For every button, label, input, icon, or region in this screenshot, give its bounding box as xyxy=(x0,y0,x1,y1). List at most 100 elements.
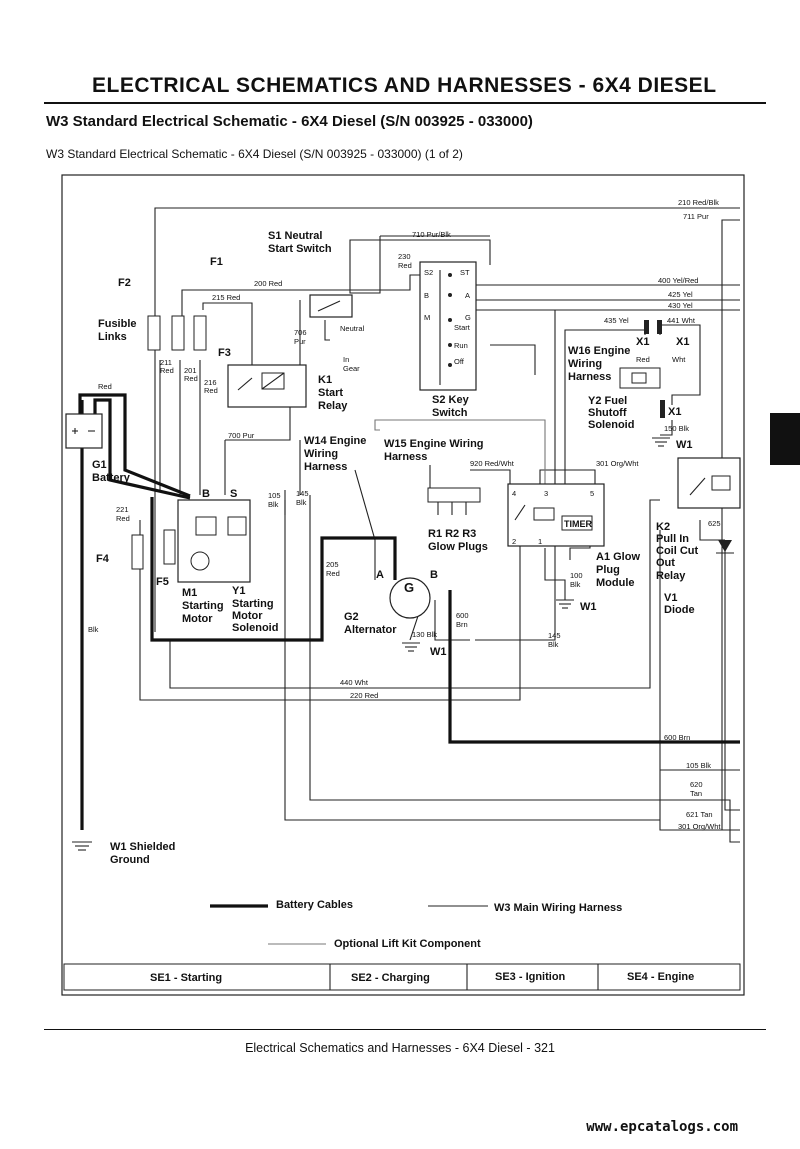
label-pin-4: 4 xyxy=(512,489,516,498)
wire-301: 301 Org/Wht xyxy=(596,459,639,468)
s2-key-switch xyxy=(419,261,477,391)
battery-symbol xyxy=(65,413,103,449)
diagram-frame xyxy=(61,174,745,996)
wire-201-a: 201 xyxy=(184,366,197,375)
wire-100-a: 100 xyxy=(570,571,583,580)
label-in: In xyxy=(343,355,349,364)
section-se4: SE4 - Engine xyxy=(627,971,694,983)
wire-lines xyxy=(139,207,740,843)
wire-600-c: 600 Brn xyxy=(664,733,690,742)
wire-205-b: Red xyxy=(326,569,340,578)
label-pin-2: 2 xyxy=(512,537,516,546)
label-s2: S2 Key xyxy=(432,394,470,406)
label-y2: Y2 Fuel xyxy=(588,395,627,407)
m1-motor-symbol xyxy=(190,551,210,571)
label-neutral: Neutral xyxy=(340,324,365,333)
k2-pull-in-coil-cut-out-relay xyxy=(677,457,741,509)
label-pin-1: 1 xyxy=(538,537,542,546)
wire-435: 435 Yel xyxy=(604,316,629,325)
label-x1-c: X1 xyxy=(668,406,681,418)
label-k2: K2 xyxy=(656,521,670,533)
wire-600-a: 600 xyxy=(456,611,469,620)
label-x1-b: X1 xyxy=(676,336,689,348)
label-ground: Ground xyxy=(110,854,150,866)
wire-620-a: 620 xyxy=(690,780,703,789)
a1-glow-plug-module xyxy=(507,483,605,547)
label-y1-starting: Starting xyxy=(232,598,274,610)
wire-105-a: 105 xyxy=(268,491,281,500)
label-off: Off xyxy=(454,357,465,366)
label-w14-wiring: Wiring xyxy=(304,448,338,460)
wire-battery-red: Red xyxy=(98,382,112,391)
x1-connector-b xyxy=(657,320,662,334)
label-w14-harness: Harness xyxy=(304,461,347,473)
schematic-subtitle: W3 Standard Electrical Schematic - 6X4 D… xyxy=(46,113,533,130)
wire-220: 220 Red xyxy=(350,691,378,700)
wire-216-b: Red xyxy=(204,386,218,395)
wire-301-b: 301 Org/Wht xyxy=(678,822,721,831)
wire-130: 130 Blk xyxy=(412,630,437,639)
section-tab xyxy=(770,413,800,465)
label-gear: Gear xyxy=(343,364,360,373)
g2-alternator-symbol xyxy=(389,577,431,619)
label-start: Start xyxy=(454,323,471,332)
label-w1-alternator: W1 xyxy=(430,646,447,658)
fuse-f4 xyxy=(131,534,144,570)
label-f1: F1 xyxy=(210,256,223,268)
wire-425: 425 Yel xyxy=(668,290,693,299)
wire-230-a: 230 xyxy=(398,252,411,261)
wire-200: 200 Red xyxy=(254,279,282,288)
label-terminal-s: S xyxy=(230,488,237,500)
label-s1-a: S1 Neutral xyxy=(268,230,322,242)
label-w1-module: W1 xyxy=(580,601,597,613)
label-s1-b: Start Switch xyxy=(268,243,332,255)
label-glow-plugs: Glow Plugs xyxy=(428,541,488,553)
section-se3: SE3 - Ignition xyxy=(495,971,566,983)
ground-symbol-alternator xyxy=(402,642,420,652)
label-a-term: A xyxy=(465,291,470,300)
label-k1-start: Start xyxy=(318,387,343,399)
wire-100-b: Blk xyxy=(570,580,581,589)
wire-700: 700 Pur xyxy=(228,431,255,440)
v1-diode-symbol xyxy=(718,540,732,552)
label-f2: F2 xyxy=(118,277,131,289)
wire-211-a: 211 xyxy=(160,358,172,367)
label-battery: Battery xyxy=(92,472,131,484)
watermark-url: www.epcatalogs.com xyxy=(586,1119,738,1135)
wire-230-b: Red xyxy=(398,261,412,270)
label-pin-3: 3 xyxy=(544,489,548,498)
label-f4: F4 xyxy=(96,553,110,565)
footer-rule xyxy=(44,1029,766,1030)
wire-150: 150 Blk xyxy=(664,424,689,433)
label-m-key: M xyxy=(424,313,430,322)
x1-connector-c xyxy=(660,400,665,418)
label-k2-out: Out xyxy=(656,557,675,569)
label-k1: K1 xyxy=(318,374,332,386)
wire-430: 430 Yel xyxy=(668,301,693,310)
wire-706-b: Pur xyxy=(294,337,306,346)
label-a1: A1 Glow xyxy=(596,551,640,563)
label-f5: F5 xyxy=(156,576,169,588)
label-y2-solenoid: Solenoid xyxy=(588,419,634,431)
label-k2-pull-in: Pull In xyxy=(656,533,689,545)
s1-neutral-start-switch xyxy=(309,294,353,318)
label-r1-r3: R1 R2 R3 xyxy=(428,528,476,540)
wire-710: 710 Pur/Blk xyxy=(412,230,451,239)
wire-441: 441 Wht xyxy=(667,316,696,325)
wire-221-a: 221 xyxy=(116,505,129,514)
section-se1: SE1 - Starting xyxy=(150,972,222,984)
wire-625: 625 xyxy=(708,519,721,528)
wire-211-b: Red xyxy=(160,366,174,375)
label-w14: W14 Engine xyxy=(304,435,366,447)
label-w16-harness: Harness xyxy=(568,371,611,383)
glow-plugs-r1-r3 xyxy=(427,487,481,503)
wire-400: 400 Yel/Red xyxy=(658,276,698,285)
label-pin-5: 5 xyxy=(590,489,594,498)
starting-motor-assembly xyxy=(177,499,251,583)
label-alt-b: B xyxy=(430,569,438,581)
wire-210: 210 Red/Blk xyxy=(678,198,719,207)
ground-symbol-glow-module xyxy=(556,599,574,609)
label-b-key: B xyxy=(424,291,429,300)
label-g2: G2 xyxy=(344,611,359,623)
